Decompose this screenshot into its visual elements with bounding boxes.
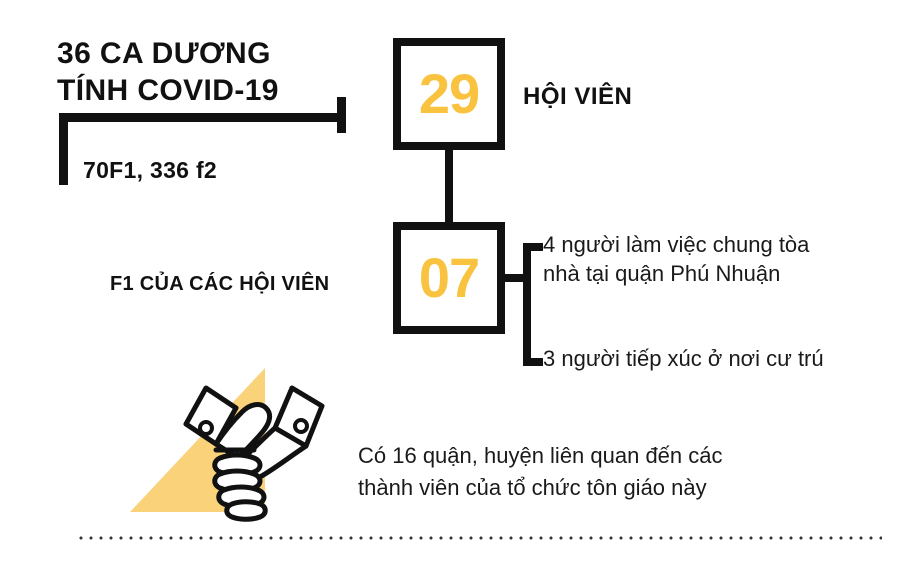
title-bracket-right-leg (337, 97, 346, 133)
stat-label-members: HỘI VIÊN (523, 83, 633, 110)
bracket-arm-bottom (523, 358, 543, 366)
bracket-spine (523, 243, 531, 366)
stat-value-members: 29 (418, 62, 480, 125)
page-title: 36 CA DƯƠNG TÍNH COVID-19 (57, 37, 279, 107)
stat-box-members: 29 (393, 38, 505, 150)
title-bracket-bar (59, 113, 346, 122)
cuff-button-left (198, 420, 214, 436)
bracket-arm-top (523, 243, 543, 251)
handshake-icon (120, 362, 360, 522)
stat-box-f1-contacts: 07 (393, 222, 505, 334)
bracket-stub (505, 274, 531, 282)
note-residence-contacts: 3 người tiếp xúc ở nơi cư trú (543, 346, 824, 371)
note-workplace-contacts: 4 người làm việc chung tòa nhà tại quận … (543, 232, 810, 287)
footer-note: Có 16 quận, huyện liên quan đến các thàn… (358, 443, 723, 500)
dotted-divider (76, 536, 882, 540)
label-f1-of-members: F1 CỦA CÁC HỘI VIÊN (110, 273, 330, 295)
title-bracket-left-leg (59, 113, 68, 185)
subtitle-contact-counts: 70F1, 336 f2 (83, 157, 218, 183)
cuff-button-right (293, 418, 309, 434)
box-connector-line (445, 150, 453, 222)
stat-value-f1-contacts: 07 (418, 246, 480, 309)
